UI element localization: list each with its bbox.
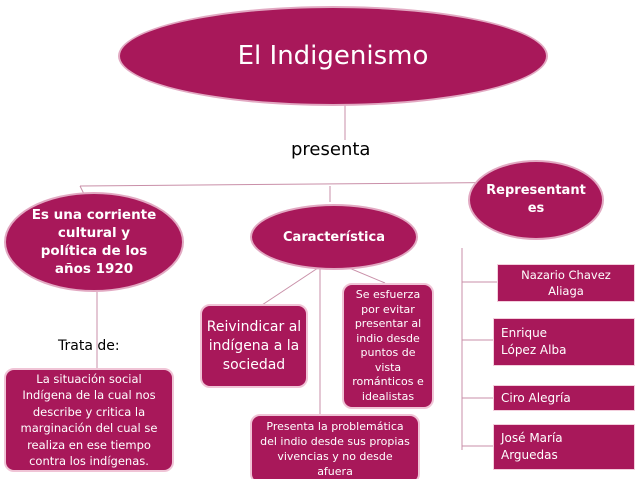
title-text: El Indigenismo (237, 41, 429, 71)
representante-item-3: Ciro Alegría (493, 385, 635, 411)
reivindicar-text: Reivindicar al indígena a la sociedad (206, 318, 302, 373)
representante-item-2-text: Enrique López Alba (501, 326, 567, 357)
situacion-text: La situación social Indígena de la cual … (20, 371, 158, 469)
representantes-line-2: es (527, 201, 545, 216)
left-node-text: Es una corriente cultural y política de … (31, 207, 157, 277)
representante-item-1-text: Nazario Chavez Aliaga (521, 268, 611, 298)
representante-item-2: Enrique López Alba (493, 318, 635, 366)
reivindicar-node: Reivindicar al indígena a la sociedad (200, 304, 308, 388)
trata-de-label: Trata de: (58, 338, 120, 354)
problematica-node: Presenta la problemática del indio desde… (250, 414, 420, 479)
representantes-text: Representant es (486, 182, 586, 218)
problematica-text: Presenta la problemática del indio desde… (260, 420, 410, 478)
caracteristica-node: Característica (250, 204, 418, 270)
title-node: El Indigenismo (118, 6, 548, 106)
situacion-node: La situación social Indígena de la cual … (4, 368, 174, 472)
representante-item-3-text: Ciro Alegría (501, 391, 571, 405)
left-node-corriente: Es una corriente cultural y política de … (4, 192, 184, 292)
esfuerza-node: Se esfuerza por evitar presentar al indi… (342, 283, 434, 409)
representantes-line-1: Representant (486, 183, 586, 198)
representantes-node: Representant es (468, 160, 604, 240)
caracteristica-text: Característica (283, 229, 385, 245)
presenta-label: presenta (291, 139, 371, 160)
representante-item-4-text: José María Arguedas (501, 431, 563, 462)
representante-item-1: Nazario Chavez Aliaga (497, 264, 635, 302)
representante-item-4: José María Arguedas (493, 424, 635, 470)
esfuerza-text: Se esfuerza por evitar presentar al indi… (352, 288, 424, 403)
